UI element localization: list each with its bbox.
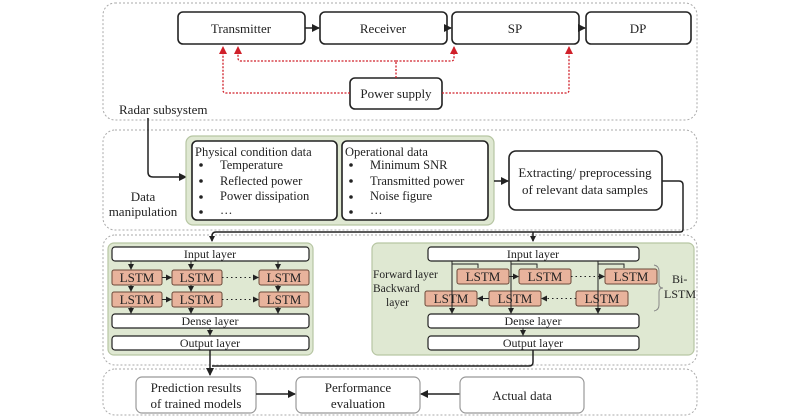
performance-label-line1: Performance (325, 380, 392, 395)
operational-item: … (370, 203, 383, 217)
bilstm-output-layer: Output layer (427, 335, 640, 351)
physical-item: Temperature (220, 158, 283, 172)
bilstm-input-layer: Input layer (427, 246, 640, 262)
power-supply-block: Power supply (349, 77, 443, 110)
bilstm-label-line1: Bi- (672, 272, 687, 286)
arrow-models-to-prediction (206, 350, 534, 376)
operational-title: Operational data (345, 145, 428, 159)
receiver-block: Receiver (319, 11, 448, 45)
sp-block: SP (451, 11, 580, 45)
lstm-cell-label: LSTM (498, 291, 533, 306)
backward-lstm-cell: LSTM (575, 290, 629, 307)
arrow-radar-to-data (147, 118, 187, 181)
lstm-output-label: Output layer (180, 336, 240, 350)
operational-item: Minimum SNR (370, 158, 448, 172)
lstm-dense-label: Dense layer (182, 314, 239, 328)
operational-item: Noise figure (370, 189, 433, 203)
bilstm-forward-feed (511, 263, 538, 268)
extract-label-line1: Extracting/ preprocessing (518, 165, 652, 180)
actual-data-box: Actual data (459, 376, 585, 414)
performance-evaluation-box: Performance evaluation (295, 376, 421, 414)
receiver-label: Receiver (360, 21, 407, 36)
prediction-results-box: Prediction results of trained models (135, 376, 257, 414)
physical-item: … (220, 203, 233, 217)
bilstm-output-label: Output layer (503, 336, 563, 350)
lstm-cell-label: LSTM (120, 270, 155, 285)
lstm-cells: LSTM LSTM LSTM LSTM LSTM LSTM (111, 261, 310, 314)
bilstm-forward-feed (452, 263, 479, 268)
lstm-cell-label: LSTM (180, 270, 215, 285)
dp-block: DP (585, 11, 692, 45)
forward-lstm-cell: LSTM (456, 268, 510, 285)
lstm-cell: LSTM (171, 291, 223, 308)
transmitter-label: Transmitter (211, 21, 272, 36)
radar-subsystem-label: Radar subsystem (119, 102, 207, 117)
prediction-label-line2: of trained models (151, 396, 242, 411)
lstm-cell: LSTM (258, 269, 310, 286)
operational-item: Transmitted power (370, 174, 465, 188)
lstm-cell: LSTM (111, 269, 163, 286)
power-lines (219, 46, 573, 94)
lstm-cell-label: LSTM (267, 270, 302, 285)
bilstm-dense-label: Dense layer (505, 314, 562, 328)
lstm-input-layer: Input layer (111, 246, 310, 262)
lstm-cell-label: LSTM (585, 291, 620, 306)
actual-data-label: Actual data (492, 388, 552, 403)
lstm-cell-label: LSTM (120, 292, 155, 307)
lstm-cell-label: LSTM (434, 291, 469, 306)
prediction-label-line1: Prediction results (151, 380, 242, 395)
power-supply-label: Power supply (360, 86, 432, 101)
backward-lstm-cell: LSTM (488, 290, 542, 307)
forward-lstm-cell: LSTM (604, 268, 658, 285)
forward-lstm-cell: LSTM (518, 268, 572, 285)
lstm-cell-label: LSTM (466, 269, 501, 284)
dp-label: DP (630, 21, 647, 36)
lstm-cell-label: LSTM (614, 269, 649, 284)
forward-layer-label: Forward layer (373, 269, 438, 281)
lstm-cell: LSTM (111, 291, 163, 308)
bilstm-cells: LSTM LSTM LSTM LSTM LSTM LSTM (424, 261, 658, 314)
extracting-box: Extracting/ preprocessing of relevant da… (508, 150, 663, 211)
models-section (102, 234, 698, 366)
lstm-cell-label: LSTM (180, 292, 215, 307)
transmitter-block: Transmitter (177, 11, 306, 45)
bilstm-dense-layer: Dense layer (427, 313, 640, 329)
physical-condition-box: Physical condition data Temperature Refl… (191, 140, 338, 221)
physical-item: Reflected power (220, 174, 303, 188)
data-manipulation-section (102, 129, 698, 231)
lstm-dense-layer: Dense layer (111, 313, 310, 329)
lstm-input-label: Input layer (184, 247, 236, 261)
backward-layer-label-line2: layer (386, 297, 409, 309)
bilstm-forward-feed (598, 263, 625, 268)
arrow-extract-to-models (209, 180, 684, 242)
sp-label: SP (508, 21, 522, 36)
evaluation-section (102, 368, 698, 416)
lstm-output-layer: Output layer (111, 335, 310, 351)
data-manipulation-label-line1: Data (131, 189, 156, 204)
physical-item: Power dissipation (220, 189, 310, 203)
performance-label-line2: evaluation (331, 396, 386, 411)
lstm-cell: LSTM (258, 291, 310, 308)
bilstm-bracket (653, 264, 664, 312)
data-manipulation-label-line2: manipulation (109, 204, 178, 219)
lstm-cell-label: LSTM (267, 292, 302, 307)
backward-lstm-cell: LSTM (424, 290, 478, 307)
bilstm-label-line2: LSTM (664, 287, 696, 301)
lstm-cell: LSTM (171, 269, 223, 286)
lstm-cell-label: LSTM (528, 269, 563, 284)
bilstm-input-label: Input layer (507, 247, 559, 261)
extract-label-line2: of relevant data samples (522, 182, 648, 197)
operational-data-box: Operational data Minimum SNR Transmitted… (341, 140, 489, 221)
backward-layer-label-line1: Backward (373, 283, 420, 295)
physical-title: Physical condition data (195, 145, 312, 159)
radar-subsystem-section (102, 2, 698, 121)
